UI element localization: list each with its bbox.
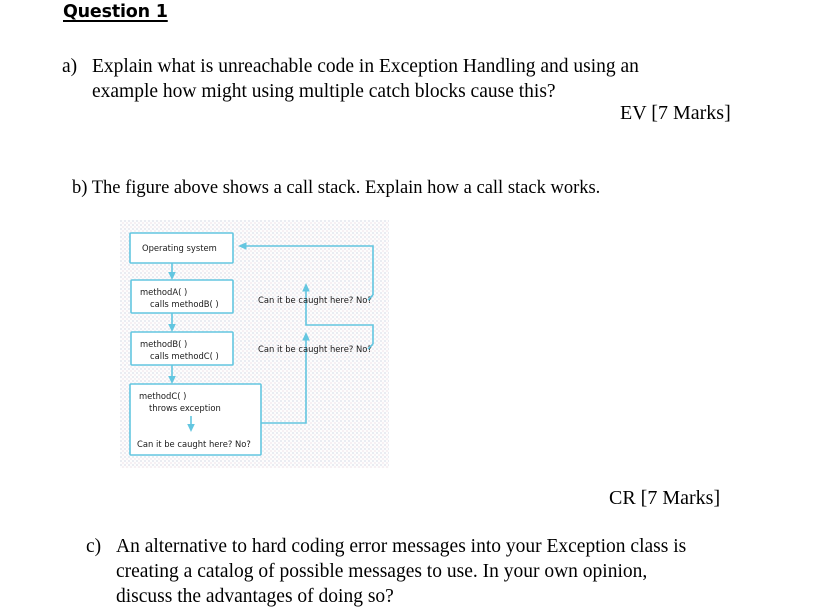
methoda-line-2: calls methodB( ) bbox=[150, 299, 219, 309]
os-box bbox=[129, 232, 234, 264]
methodc-box bbox=[129, 383, 262, 456]
call-stack-figure: Operating system methodA( ) calls method… bbox=[120, 220, 389, 468]
part-c-line-3: discuss the advantages of doing so? bbox=[116, 586, 394, 607]
methoda-box bbox=[130, 279, 234, 314]
arrowhead-os-to-methoda bbox=[168, 272, 176, 280]
arrowhead-lower-annotation bbox=[302, 332, 310, 341]
lower-annotation-tail bbox=[367, 343, 374, 350]
os-box-label: Operating system bbox=[142, 243, 217, 253]
methoda-line-1: methodA( ) bbox=[140, 287, 187, 297]
part-a-marks: EV [7 Marks] bbox=[620, 102, 731, 124]
upper-annotation-tail bbox=[367, 294, 374, 301]
question-part-b: b) The figure above shows a call stack. … bbox=[72, 176, 600, 200]
part-b-text: The figure above shows a call stack. Exp… bbox=[91, 178, 601, 198]
arrow-upper-to-os bbox=[244, 245, 374, 295]
lower-annotation-label: Can it be caught here? No? bbox=[258, 344, 372, 354]
arrowhead-methodb-to-methodc bbox=[168, 376, 176, 384]
upper-annotation-label: Can it be caught here? No? bbox=[258, 295, 372, 305]
part-a-marker: a) bbox=[62, 56, 78, 77]
page-title: Question 1 bbox=[63, 2, 168, 22]
part-c-line-2: creating a catalog of possible messages … bbox=[116, 561, 648, 582]
arrowhead-methoda-to-methodb bbox=[168, 324, 176, 332]
arrowhead-to-os bbox=[238, 242, 247, 250]
part-b-marker: b) bbox=[72, 178, 88, 198]
methodb-box bbox=[130, 331, 234, 366]
methodb-line-2: calls methodC( ) bbox=[150, 351, 219, 361]
methodb-line-1: methodB( ) bbox=[140, 339, 187, 349]
part-b-marks: CR [7 Marks] bbox=[609, 487, 721, 509]
methodc-line-1: methodC( ) bbox=[139, 391, 186, 401]
question-part-c: c) An alternative to hard coding error m… bbox=[86, 534, 786, 609]
methodc-line-2: throws exception bbox=[149, 403, 221, 413]
arrowhead-methodc-inner bbox=[187, 424, 195, 432]
methodc-line-3: Can it be caught here? No? bbox=[137, 439, 251, 449]
question-part-a: a) Explain what is unreachable code in E… bbox=[62, 54, 752, 104]
part-a-line-1: Explain what is unreachable code in Exce… bbox=[92, 56, 639, 77]
arrow-lower-to-upper-annotation bbox=[305, 288, 374, 344]
part-a-line-2: example how might using multiple catch b… bbox=[92, 81, 556, 102]
arrowhead-upper-annotation bbox=[302, 283, 310, 292]
part-a-body: Explain what is unreachable code in Exce… bbox=[92, 54, 752, 104]
part-c-marker: c) bbox=[86, 536, 102, 557]
part-c-body: An alternative to hard coding error mess… bbox=[116, 534, 786, 609]
part-c-line-1: An alternative to hard coding error mess… bbox=[116, 536, 687, 557]
arrow-methodc-to-lower-annotation bbox=[261, 337, 307, 424]
